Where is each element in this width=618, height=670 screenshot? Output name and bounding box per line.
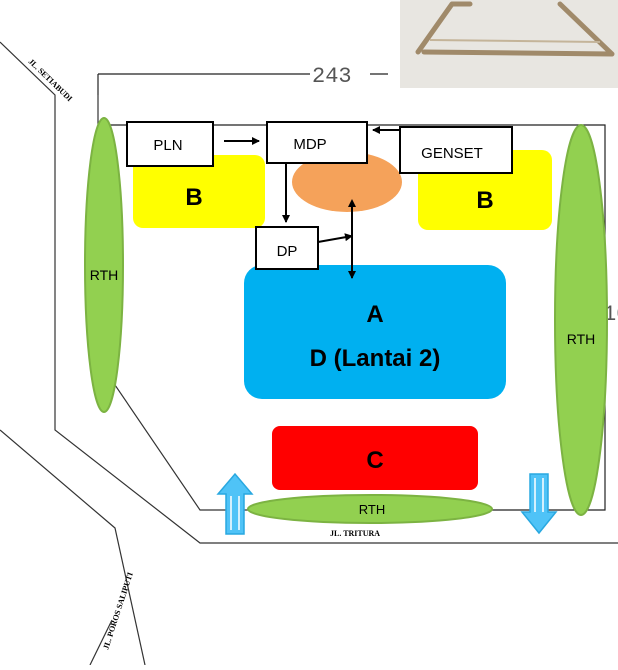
arrow-up-icon xyxy=(218,474,252,534)
rth-bottom-label: RTH xyxy=(359,502,385,517)
zone-d-label: D (Lantai 2) xyxy=(310,345,441,372)
zone-a-label: A xyxy=(366,301,383,328)
road-label-setiabudi: JL. SETIABUDI xyxy=(27,57,75,103)
mdp-label: MDP xyxy=(293,136,326,153)
compass-sketch-icon xyxy=(400,0,618,88)
zone-b-left-label: B xyxy=(185,184,202,211)
dp-label: DP xyxy=(277,243,298,260)
rth-right xyxy=(555,125,607,515)
dimension-top: 243 xyxy=(312,64,352,89)
arrow-down-icon xyxy=(522,474,556,533)
rth-left xyxy=(85,118,123,412)
pln-label: PLN xyxy=(153,137,182,154)
rth-right-label: RTH xyxy=(567,331,596,347)
rth-left-label: RTH xyxy=(90,267,119,283)
road-label-poros-saliputi: JL. POROS SALIPUTI xyxy=(101,571,134,651)
zone-a xyxy=(244,265,506,399)
arrow-dp-to-orange xyxy=(318,236,352,242)
genset-label: GENSET xyxy=(421,145,483,162)
road-label-tritura: JL. TRITURA xyxy=(330,529,380,538)
zone-c-label: C xyxy=(366,447,383,474)
zone-b-right-label: B xyxy=(476,187,493,214)
